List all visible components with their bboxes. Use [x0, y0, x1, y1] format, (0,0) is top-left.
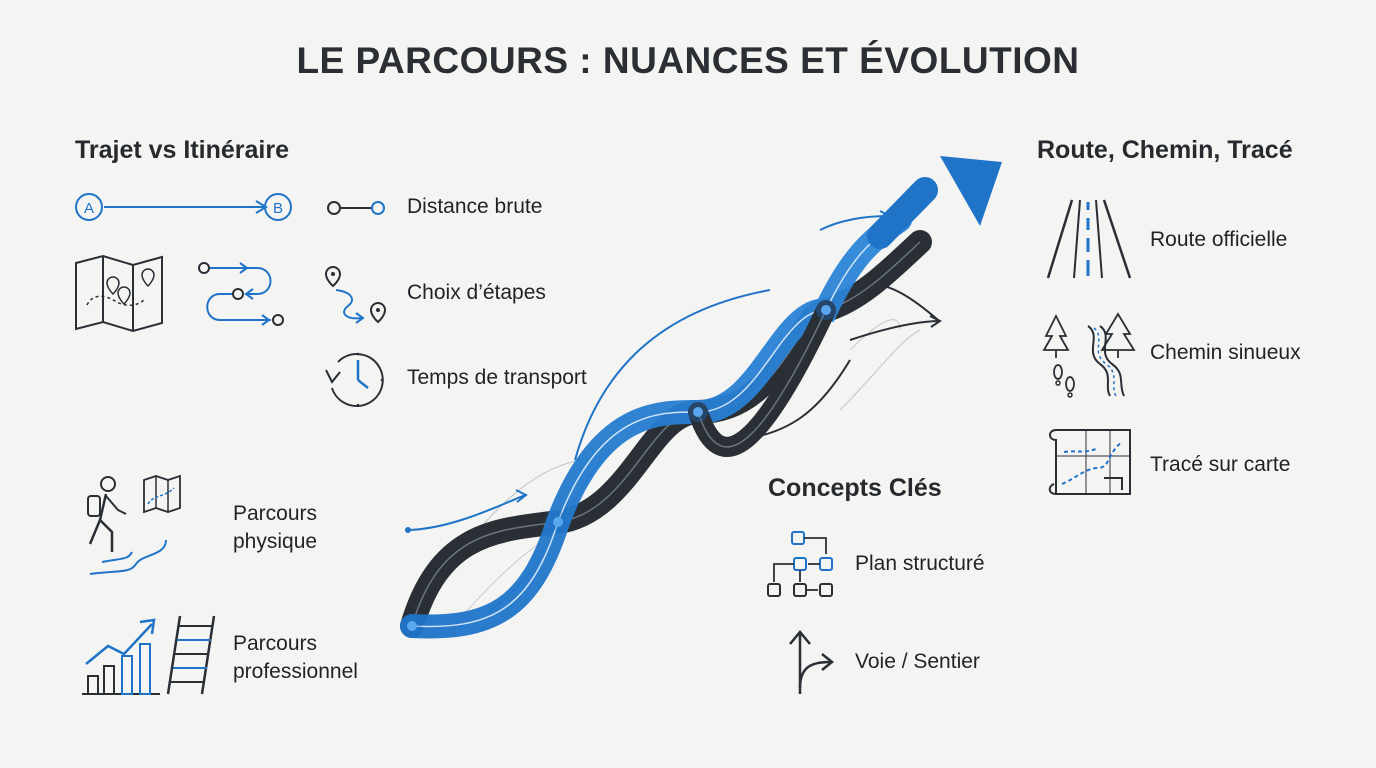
left-item-label-2: Choix d’étapes — [407, 281, 546, 304]
a-to-b-icon: A B — [74, 192, 299, 224]
lower-left-label-1: Parcours physique — [233, 500, 317, 556]
point-b-label: B — [273, 200, 283, 217]
intertwined-path-graphic — [380, 156, 1002, 660]
right-item-label-2: Chemin sinueux — [1150, 341, 1301, 364]
point-a-label: A — [84, 200, 94, 217]
lower-left-label-2-line1: Parcours — [233, 632, 318, 655]
hiker-icon — [76, 474, 196, 578]
route-line-icon — [326, 198, 388, 218]
right-section-heading: Route, Chemin, Tracé — [1037, 136, 1293, 164]
lower-left-label-1-line1: Parcours — [233, 502, 318, 525]
map-trace-icon — [1046, 428, 1134, 498]
concepts-heading: Concepts Clés — [768, 474, 942, 502]
waypoints-icon — [322, 262, 392, 328]
clock-icon — [324, 352, 388, 408]
flowchart-icon — [766, 530, 838, 600]
lower-left-label-2: Parcours professionnel — [233, 630, 358, 686]
concept-item-label-2: Voie / Sentier — [855, 650, 980, 673]
zigzag-route-icon — [195, 258, 290, 330]
concept-item-label-1: Plan structuré — [855, 552, 985, 575]
winding-path-icon — [1044, 312, 1134, 398]
road-icon — [1046, 198, 1132, 280]
fork-arrow-icon — [786, 628, 838, 696]
left-item-label-3: Temps de transport — [407, 366, 587, 389]
growth-chart-icon — [80, 614, 220, 698]
left-section-heading: Trajet vs Itinéraire — [75, 136, 290, 164]
folded-map-icon — [75, 255, 165, 335]
lower-left-label-1-line2: physique — [233, 530, 318, 553]
right-item-label-1: Route officielle — [1150, 228, 1288, 251]
right-item-label-3: Tracé sur carte — [1150, 453, 1291, 476]
lower-left-label-2-line2: professionnel — [233, 660, 358, 683]
left-item-label-1: Distance brute — [407, 195, 543, 218]
page-title: LE PARCOURS : NUANCES ET ÉVOLUTION — [296, 40, 1080, 81]
